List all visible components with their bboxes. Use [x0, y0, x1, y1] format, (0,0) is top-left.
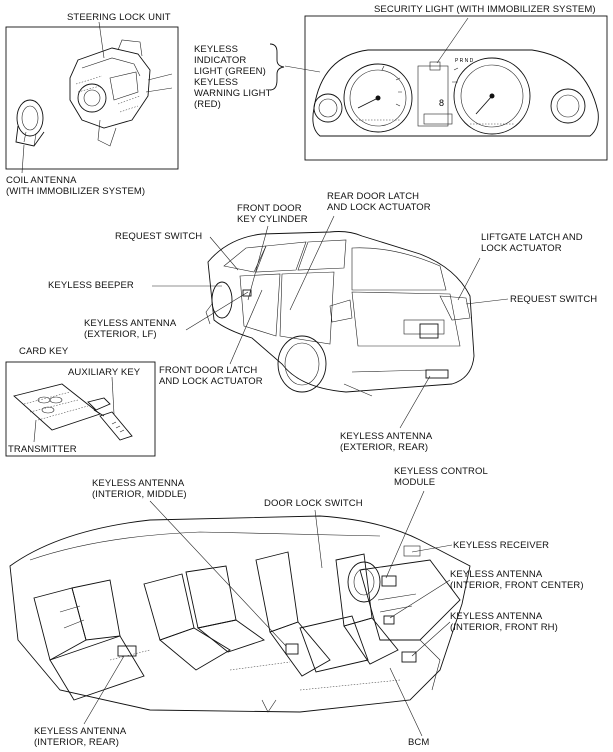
- shift-indicator: P R N D: [455, 58, 474, 64]
- label-coil-antenna-2: (WITH IMMOBILIZER SYSTEM): [6, 186, 146, 197]
- gear-indicator: 8: [439, 98, 444, 108]
- label-antenna-int-middle-1: KEYLESS ANTENNA: [92, 478, 185, 489]
- coil-antenna-drawing: [15, 99, 45, 147]
- label-transmitter: TRANSMITTER: [8, 444, 77, 455]
- label-control-module-1: KEYLESS CONTROL: [394, 466, 488, 477]
- label-antenna-int-rear-1: KEYLESS ANTENNA: [34, 726, 127, 737]
- label-request-switch-front: REQUEST SWITCH: [115, 231, 203, 242]
- label-request-switch-rear: REQUEST SWITCH: [510, 294, 598, 305]
- label-front-door-cylinder-1: FRONT DOOR: [237, 203, 302, 214]
- label-front-door-latch-1: FRONT DOOR LATCH: [159, 365, 258, 376]
- label-keyless-indicator-3: LIGHT (GREEN): [194, 66, 266, 77]
- label-keyless-warning-1: KEYLESS: [194, 77, 239, 88]
- label-liftgate-1: LIFTGATE LATCH AND: [481, 232, 583, 243]
- label-keyless-indicator-2: INDICATOR: [194, 55, 247, 66]
- card-key-panel: [5, 361, 156, 457]
- label-rear-door-latch-1: REAR DOOR LATCH: [327, 191, 420, 202]
- label-keyless-receiver: KEYLESS RECEIVER: [453, 540, 550, 551]
- label-antenna-front-center-2: (INTERIOR, FRONT CENTER): [450, 580, 584, 591]
- label-auxiliary-key: AUXILIARY KEY: [68, 367, 141, 378]
- label-antenna-int-middle-2: (INTERIOR, MIDDLE): [92, 489, 187, 500]
- steering-lock-unit-drawing: [69, 39, 173, 147]
- label-security-light: SECURITY LIGHT (WITH IMMOBILIZER SYSTEM): [374, 4, 596, 15]
- label-antenna-ext-rear-2: (EXTERIOR, REAR): [340, 442, 429, 453]
- instrument-cluster-drawing: [312, 49, 599, 137]
- label-door-lock-switch: DOOR LOCK SWITCH: [264, 498, 363, 509]
- label-rear-door-latch-2: AND LOCK ACTUATOR: [327, 202, 431, 213]
- label-antenna-front-rh-1: KEYLESS ANTENNA: [450, 611, 543, 622]
- label-coil-antenna-1: COIL ANTENNA: [6, 175, 77, 186]
- label-antenna-ext-lf-1: KEYLESS ANTENNA: [84, 318, 177, 329]
- card-key-drawing: [13, 383, 133, 441]
- label-steering-lock-unit: STEERING LOCK UNIT: [67, 12, 171, 23]
- cluster-panel: [304, 15, 608, 161]
- label-antenna-ext-rear-1: KEYLESS ANTENNA: [340, 431, 433, 442]
- label-front-door-cylinder-2: KEY CYLINDER: [237, 214, 308, 225]
- label-bcm: BCM: [408, 737, 430, 748]
- label-keyless-warning-3: (RED): [194, 99, 221, 110]
- label-antenna-front-rh-2: (INTERIOR, FRONT RH): [450, 622, 558, 633]
- steering-lock-panel: [5, 26, 179, 170]
- label-front-door-latch-2: AND LOCK ACTUATOR: [159, 376, 263, 387]
- suv-exterior-drawing: [205, 231, 475, 397]
- label-control-module-2: MODULE: [394, 477, 436, 488]
- label-keyless-warning-2: WARNING LIGHT: [194, 88, 272, 99]
- label-keyless-beeper: KEYLESS BEEPER: [48, 280, 134, 291]
- label-antenna-front-center-1: KEYLESS ANTENNA: [450, 569, 543, 580]
- label-keyless-indicator-1: KEYLESS: [194, 44, 239, 55]
- antenna-rear-module: [117, 645, 137, 657]
- brace: [269, 43, 285, 91]
- label-antenna-ext-lf-2: (EXTERIOR, LF): [84, 329, 157, 340]
- label-card-key: CARD KEY: [19, 346, 69, 357]
- label-antenna-int-rear-2: (INTERIOR, REAR): [34, 737, 119, 748]
- interior-cutaway-drawing: [9, 515, 471, 713]
- label-liftgate-2: LOCK ACTUATOR: [481, 243, 562, 254]
